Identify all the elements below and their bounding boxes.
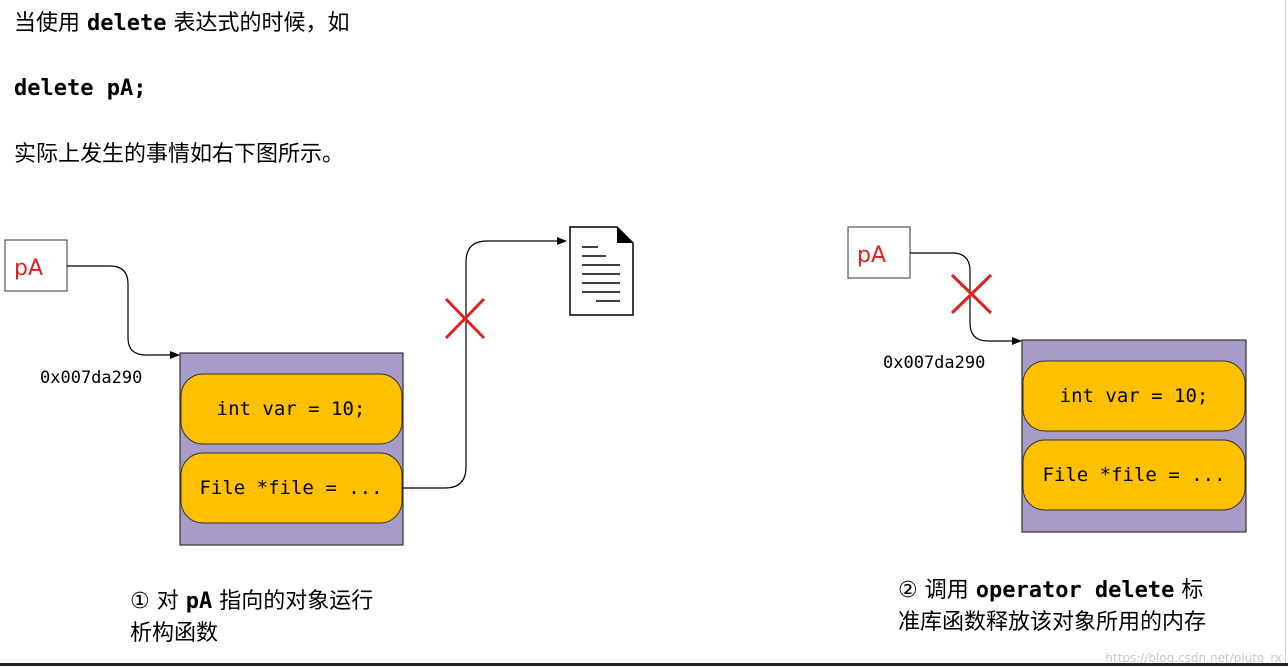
field-int-var-text: int var = 10; <box>1060 385 1209 407</box>
watermark: https://blog.csdn.net/pluto_rx <box>1105 651 1282 665</box>
caption-left: ① 对 pA 指向的对象运行析构函数 <box>130 586 470 650</box>
address-label: 0x007da290 <box>883 353 985 373</box>
pointer-arrow <box>910 252 1022 345</box>
cross-icon <box>950 273 993 315</box>
caption-text: 标 <box>1174 578 1204 603</box>
pointer-label: pA <box>14 256 43 281</box>
divider <box>0 663 1288 666</box>
field-file-ptr <box>1022 439 1246 511</box>
pointer-label: pA <box>857 243 886 268</box>
address-label: 0x007da290 <box>40 368 142 388</box>
code-example: delete pA; <box>14 76 147 101</box>
right-diagram: pA 0x007da290 int var = 10; File *file =… <box>847 226 1247 533</box>
field-file-ptr-text: File *file = ... <box>199 477 382 499</box>
intro-line-1: 当使用 delete 表达式的时候，如 <box>14 10 349 38</box>
pointer-box <box>847 226 911 279</box>
intro-text: 表达式的时候，如 <box>166 11 350 36</box>
caption-code: pA <box>185 589 213 614</box>
file-pointer-arrow <box>403 237 567 489</box>
caption-text: 准库函数释放该对象所用的内存 <box>898 610 1207 635</box>
caption-text: ① 对 <box>130 589 186 614</box>
field-int-var-text: int var = 10; <box>217 398 366 420</box>
caption-right: ② 调用 operator delete 标准库函数释放该对象所用的内存 <box>898 575 1278 639</box>
field-int-var <box>1022 360 1246 432</box>
left-diagram: pA 0x007da290 int var = 10; File *file =… <box>4 226 634 546</box>
caption-text: ② 调用 <box>898 578 976 603</box>
caption-code: operator delete <box>975 578 1175 603</box>
divider <box>1285 0 1286 663</box>
document-icon <box>569 226 634 316</box>
field-file-ptr-text: File *file = ... <box>1042 464 1225 486</box>
intro-line-3: 实际上发生的事情如右下图所示。 <box>14 142 345 167</box>
cross-icon <box>444 297 486 340</box>
caption-text: 指向的对象运行 <box>212 589 374 614</box>
field-file-ptr <box>180 452 403 524</box>
caption-text: 析构函数 <box>130 621 219 646</box>
pointer-arrow <box>67 265 180 359</box>
code-keyword-delete: delete <box>87 11 167 36</box>
intro-text: 当使用 <box>14 11 87 36</box>
field-int-var <box>180 373 403 445</box>
